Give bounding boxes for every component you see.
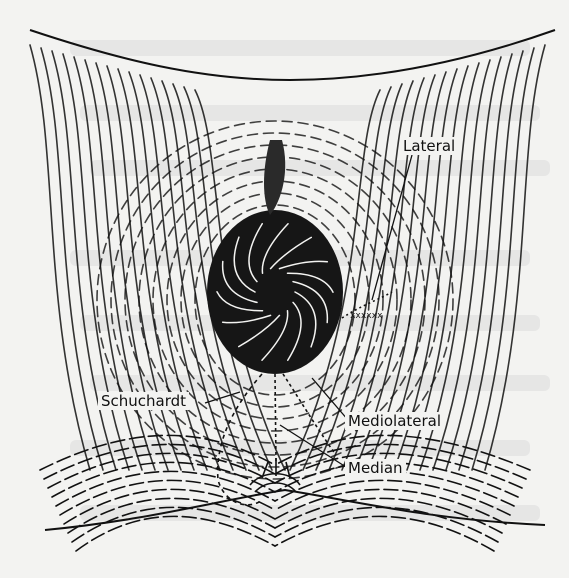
label-schuchardt: Schuchardt: [98, 392, 189, 410]
label-median: Median: [345, 459, 406, 477]
label-mediolateral: Mediolateral: [345, 412, 444, 430]
vaginal-opening: [207, 210, 343, 374]
label-lateral: Lateral: [400, 137, 458, 155]
upper-fold: [264, 140, 285, 215]
lateral-x-marks: xxxxxx: [350, 311, 383, 321]
